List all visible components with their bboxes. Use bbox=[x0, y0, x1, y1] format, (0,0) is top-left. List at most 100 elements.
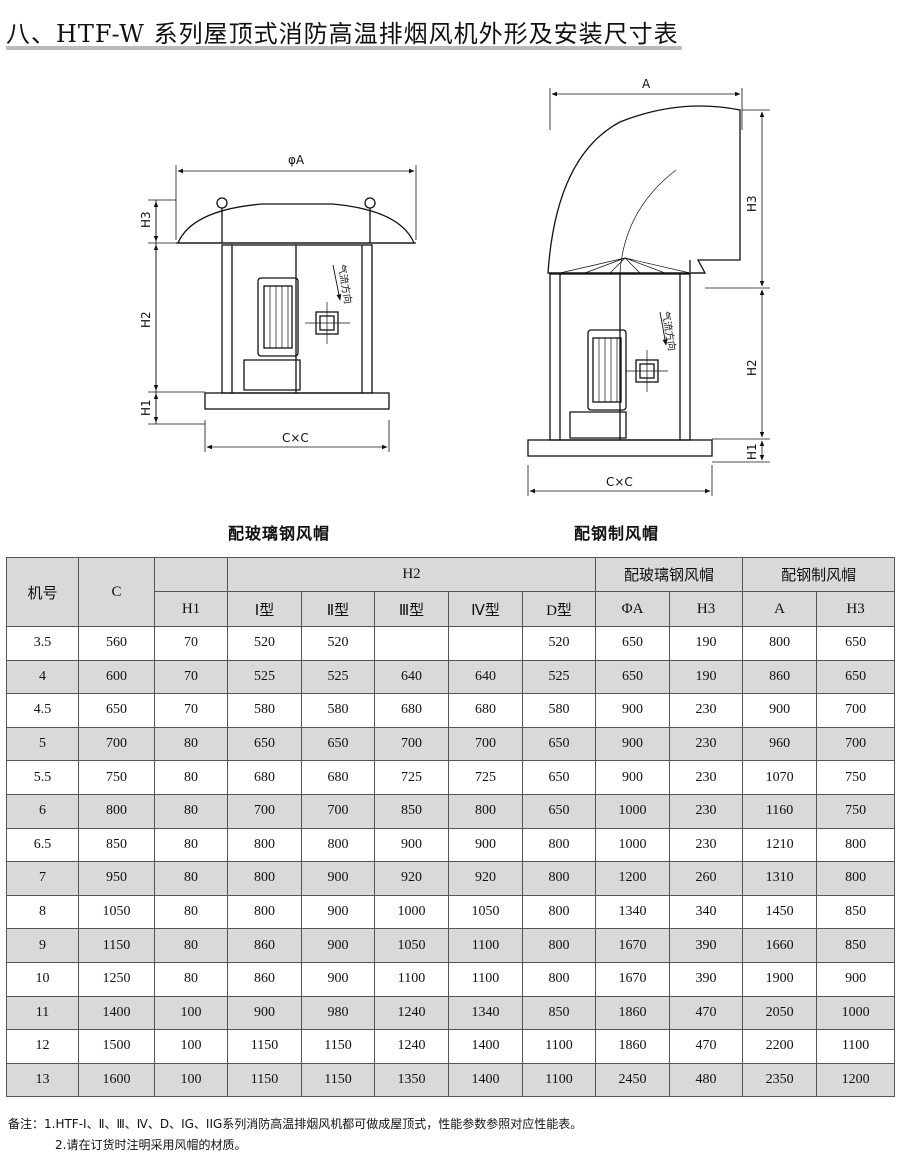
steel-cap-fan-drawing bbox=[527, 88, 770, 496]
fiberglass-cap-fan-drawing bbox=[148, 165, 417, 452]
left-dim-h1: H1 bbox=[139, 399, 153, 416]
table-cell: 3.5 bbox=[6, 626, 79, 661]
table-cell: 230 bbox=[669, 693, 744, 728]
table-cell: 80 bbox=[154, 928, 228, 963]
table-cell: 900 bbox=[227, 995, 302, 1031]
left-flow-label: 气流方向 bbox=[335, 263, 355, 305]
table-cell: 70 bbox=[154, 626, 228, 661]
right-flow-label: 气流方向 bbox=[659, 310, 679, 352]
table-cell: 850 bbox=[521, 995, 597, 1031]
table-cell: 900 bbox=[595, 760, 671, 795]
header-type-1: Ⅰ型 bbox=[227, 591, 302, 627]
table-cell: 950 bbox=[78, 861, 155, 896]
table-cell: 230 bbox=[669, 793, 744, 829]
table-cell: 260 bbox=[669, 861, 744, 896]
table-cell: 1400 bbox=[78, 995, 155, 1031]
header-h1: H1 bbox=[154, 591, 228, 627]
table-cell: 650 bbox=[521, 793, 597, 829]
table-cell: 800 bbox=[227, 894, 302, 930]
table-cell: 12 bbox=[6, 1029, 79, 1064]
table-cell: 190 bbox=[669, 626, 744, 661]
right-dim-cxc: C×C bbox=[606, 475, 633, 489]
table-cell: 1050 bbox=[78, 894, 155, 930]
table-cell: 650 bbox=[816, 659, 896, 695]
title-underline bbox=[6, 46, 682, 50]
table-cell: 700 bbox=[227, 793, 302, 829]
table-cell: 725 bbox=[448, 760, 523, 795]
table-cell: 900 bbox=[595, 726, 671, 762]
table-cell: 1600 bbox=[78, 1062, 155, 1098]
table-cell: 1500 bbox=[78, 1029, 155, 1064]
table-cell: 1100 bbox=[448, 928, 523, 963]
table-cell: 520 bbox=[521, 626, 597, 661]
table-cell: 1860 bbox=[595, 1029, 671, 1064]
table-cell: 1900 bbox=[742, 961, 818, 997]
left-dim-cxc: C×C bbox=[282, 431, 309, 445]
table-cell: 700 bbox=[448, 726, 523, 762]
table-cell: 1100 bbox=[448, 961, 523, 997]
table-cell: 5 bbox=[6, 726, 79, 762]
table-cell: 1150 bbox=[301, 1062, 375, 1098]
table-cell: 2450 bbox=[595, 1062, 671, 1098]
table-cell: 525 bbox=[227, 659, 302, 695]
table-cell: 80 bbox=[154, 894, 228, 930]
table-cell: 190 bbox=[669, 659, 744, 695]
dimension-table: 机号 C H2 配玻璃钢风帽 配钢制风帽 H1 Ⅰ型 Ⅱ型 Ⅲ型 Ⅳ型 D型 Φ… bbox=[6, 557, 896, 1098]
table-cell: 1100 bbox=[374, 961, 449, 997]
left-dim-h2: H2 bbox=[139, 311, 153, 328]
table-cell: 1100 bbox=[521, 1029, 597, 1064]
table-cell: 1000 bbox=[374, 894, 449, 930]
table-cell: 960 bbox=[742, 726, 818, 762]
table-cell: 470 bbox=[669, 1029, 744, 1064]
left-dim-h3: H3 bbox=[139, 211, 153, 228]
table-cell: 1400 bbox=[448, 1062, 523, 1098]
table-cell: 80 bbox=[154, 760, 228, 795]
table-cell: 650 bbox=[816, 626, 896, 661]
table-cell: 1660 bbox=[742, 928, 818, 963]
table-cell: 800 bbox=[521, 861, 597, 896]
table-cell: 800 bbox=[816, 827, 896, 863]
table-cell: 900 bbox=[816, 961, 896, 997]
table-cell: 900 bbox=[301, 961, 375, 997]
table-cell: 640 bbox=[374, 659, 449, 695]
table-cell: 1070 bbox=[742, 760, 818, 795]
table-cell: 1150 bbox=[78, 928, 155, 963]
table-cell: 520 bbox=[301, 626, 375, 661]
table-cell: 230 bbox=[669, 726, 744, 762]
table-cell: 860 bbox=[742, 659, 818, 695]
table-cell: 1000 bbox=[595, 793, 671, 829]
header-phi-a: ΦA bbox=[595, 591, 671, 627]
table-cell bbox=[374, 626, 449, 661]
table-cell: 850 bbox=[374, 793, 449, 829]
header-c: C bbox=[78, 557, 155, 627]
table-cell: 1150 bbox=[227, 1062, 302, 1098]
header-steel-h3: H3 bbox=[816, 591, 896, 627]
table-cell: 8 bbox=[6, 894, 79, 930]
table-cell: 390 bbox=[669, 928, 744, 963]
table-cell: 850 bbox=[816, 894, 896, 930]
header-h2: H2 bbox=[226, 557, 597, 592]
header-type-4: Ⅳ型 bbox=[448, 591, 523, 627]
table-cell: 800 bbox=[227, 827, 302, 863]
table-cell: 750 bbox=[816, 793, 896, 829]
table-cell: 700 bbox=[816, 726, 896, 762]
table-cell: 1160 bbox=[742, 793, 818, 829]
table-cell: 700 bbox=[374, 726, 449, 762]
table-cell: 900 bbox=[595, 693, 671, 728]
table-cell: 5.5 bbox=[6, 760, 79, 795]
table-cell: 1450 bbox=[742, 894, 818, 930]
table-cell: 900 bbox=[742, 693, 818, 728]
table-cell: 680 bbox=[227, 760, 302, 795]
right-dim-h3: H3 bbox=[745, 195, 759, 212]
table-cell: 580 bbox=[227, 693, 302, 728]
table-cell: 900 bbox=[301, 894, 375, 930]
note-2: 2.请在订货时注明采用风帽的材质。 bbox=[55, 1138, 247, 1152]
page-title: 八、HTF-W 系列屋顶式消防高温排烟风机外形及安装尺寸表 bbox=[6, 20, 679, 48]
